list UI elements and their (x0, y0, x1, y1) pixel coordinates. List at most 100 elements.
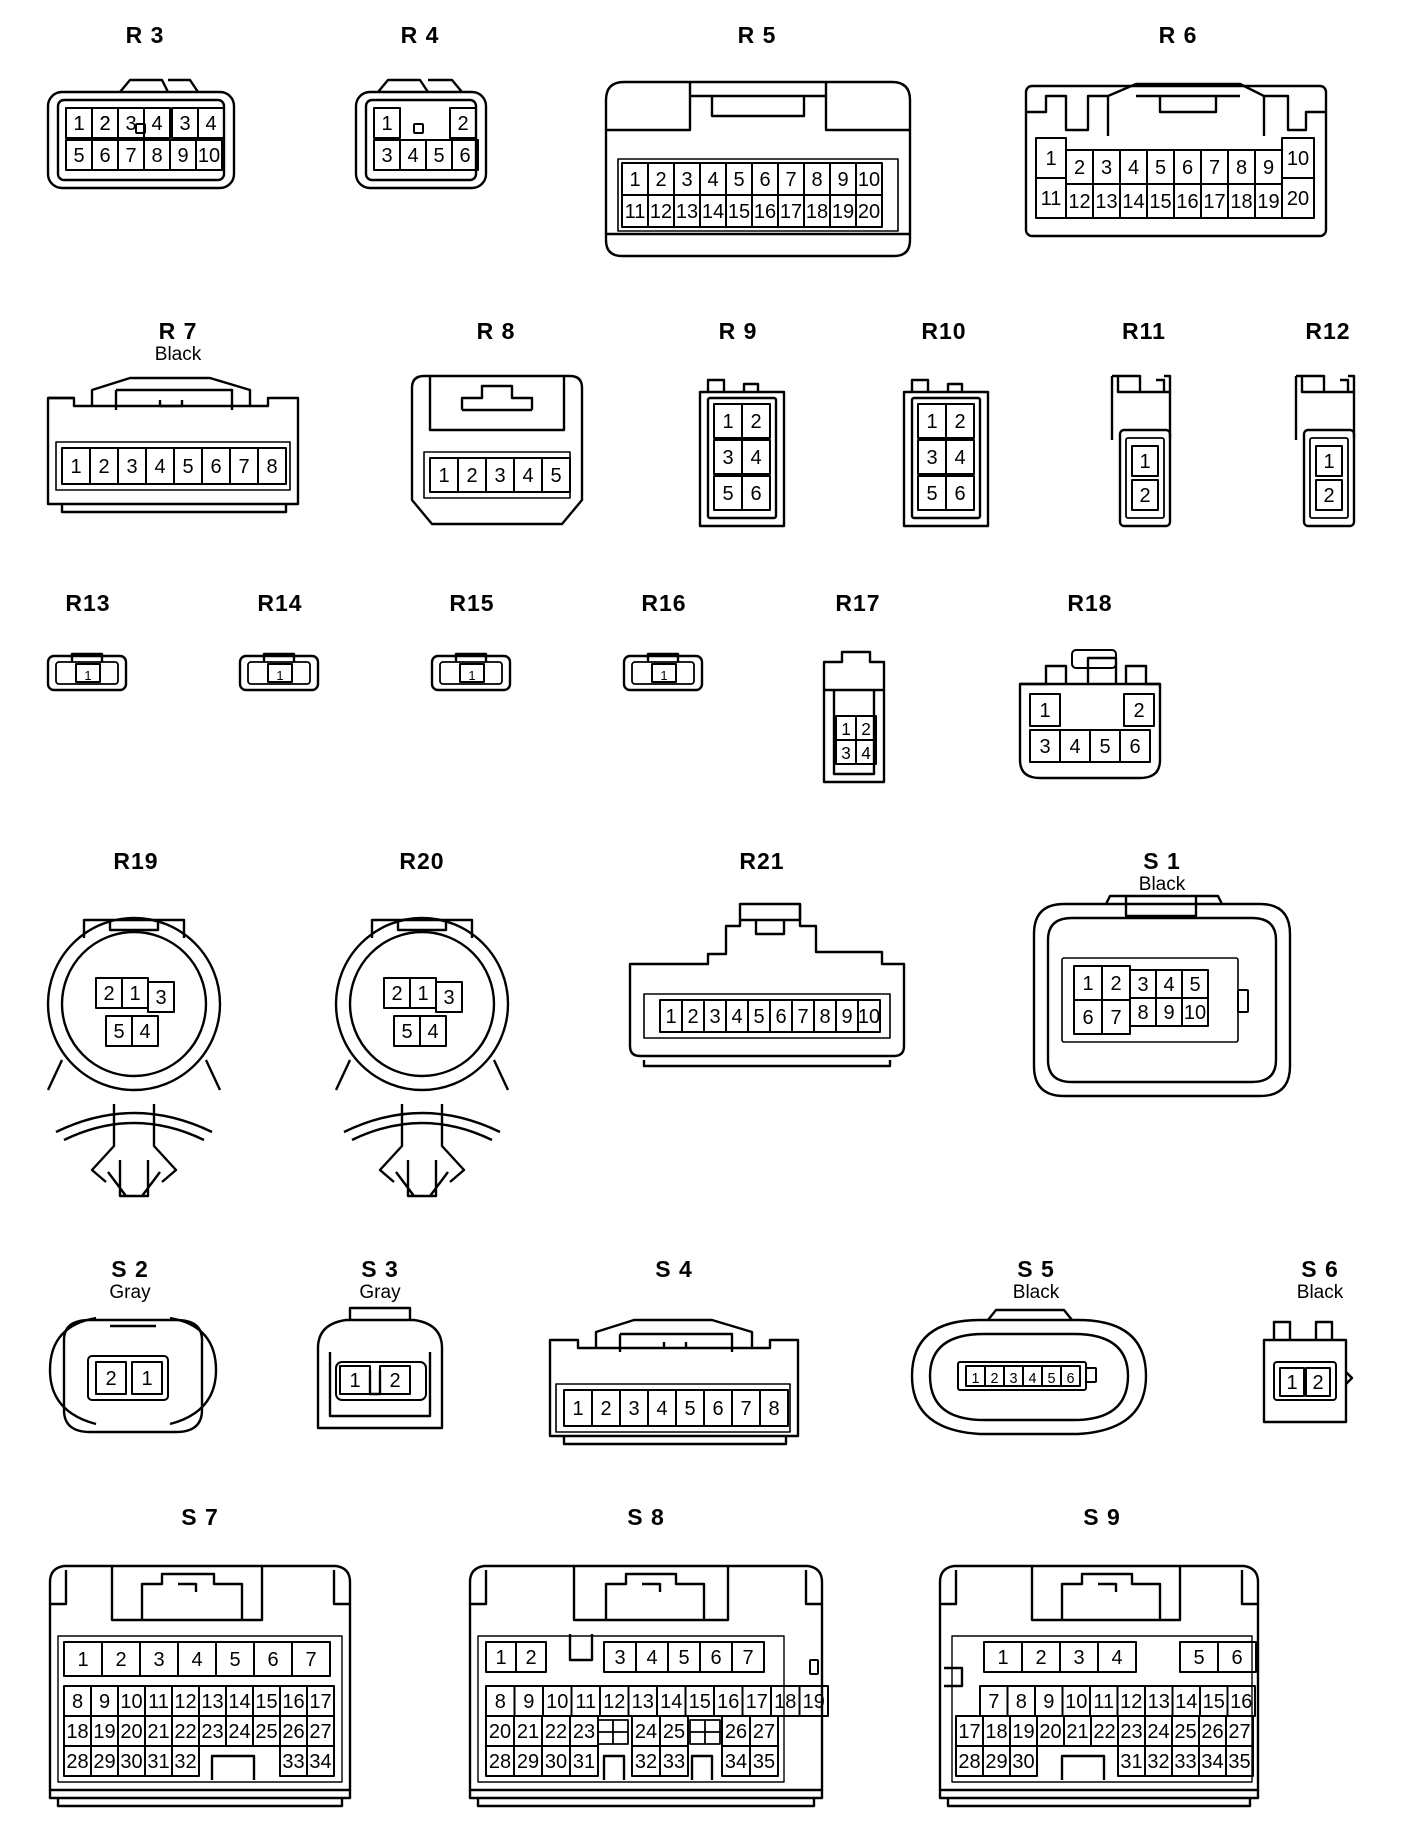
pin-number: 29 (93, 1751, 115, 1773)
connector-outline (1262, 1338, 1348, 1424)
pin-cell (1097, 1641, 1137, 1673)
pin-number: 3 (155, 987, 166, 1009)
connector-outline (944, 1666, 964, 1688)
pin-number: 32 (1147, 1751, 1169, 1773)
connector-label-r19: R19 (113, 848, 158, 874)
pin-cell (291, 1641, 331, 1677)
pin-number: 4 (427, 1021, 438, 1043)
pin-number: 4 (707, 169, 718, 191)
pin-number: 8 (1236, 157, 1247, 179)
pin-number: 3 (443, 987, 454, 1009)
pin-cell (1217, 1641, 1257, 1673)
pin-number: 10 (1287, 148, 1309, 170)
pin-cell (1131, 445, 1159, 477)
housing-ring (46, 916, 222, 1092)
pin-cell (651, 663, 677, 683)
key-mark (1237, 989, 1249, 1013)
pin-number: 35 (753, 1751, 775, 1773)
connector-code: R12 (1305, 318, 1351, 344)
pin-number: 5 (433, 145, 444, 167)
pin-number: 31 (147, 1751, 169, 1773)
connector-outline (1018, 682, 1162, 780)
pin-number: 30 (545, 1751, 567, 1773)
pin-number: 1 (495, 1647, 506, 1669)
pin-cell (373, 107, 401, 139)
connector-r12: 12 (1294, 374, 1356, 528)
pin-number: 5 (733, 169, 744, 191)
pin-number: 9 (99, 1691, 110, 1713)
pin-number: 3 (926, 447, 937, 469)
pin-number: 3 (1137, 974, 1148, 996)
pin-number: 2 (391, 983, 402, 1005)
pin-number: 31 (1120, 1751, 1142, 1773)
pin-number: 21 (517, 1721, 539, 1743)
connector-outline (1060, 1754, 1106, 1780)
pin-number: 34 (725, 1751, 747, 1773)
connector-outline (1020, 656, 1160, 686)
pin-cell (197, 107, 225, 139)
connector-code: S 4 (655, 1256, 693, 1282)
pin-number: 6 (1182, 157, 1193, 179)
housing-ring (60, 930, 208, 1078)
pin-number: 14 (660, 1691, 682, 1713)
connector-r13: 1 (46, 652, 128, 692)
connector-outline (548, 1318, 800, 1438)
connector-outline (468, 1790, 824, 1808)
connector-code: R15 (449, 590, 495, 616)
connector-outline (107, 1160, 161, 1198)
pin-number: 3 (381, 145, 392, 167)
pin-cell (1181, 997, 1209, 1027)
pin-number: 13 (676, 201, 698, 223)
pin-number: 5 (1189, 974, 1200, 996)
pin-number: 30 (1012, 1751, 1034, 1773)
pin-number: 2 (389, 1370, 400, 1392)
connector-outline (316, 1318, 444, 1430)
pin-number: 34 (309, 1751, 331, 1773)
pin-frame (1309, 437, 1349, 519)
pin-number: 26 (282, 1721, 304, 1743)
pin-number: 2 (1074, 157, 1085, 179)
pin-number: 6 (954, 483, 965, 505)
connector-outline (410, 374, 584, 526)
pin-cell (171, 1745, 200, 1777)
connector-outline (706, 396, 778, 520)
pin-number: 10 (120, 1691, 142, 1713)
connector-outline (1032, 902, 1292, 1098)
pin-cell (435, 981, 463, 1013)
pin-frame (87, 1355, 169, 1401)
latch (1071, 649, 1117, 669)
connector-outline (395, 1160, 449, 1198)
connector-code: S 8 (627, 1504, 665, 1530)
lock-bar (598, 1720, 628, 1744)
connector-label-r11: R11 (1122, 318, 1166, 344)
connector-outline (428, 376, 566, 432)
connector-code: R14 (257, 590, 303, 616)
pin-number: 11 (575, 1691, 596, 1713)
pin-number: 2 (600, 1398, 611, 1420)
pin-frame (423, 451, 571, 499)
connector-outline (562, 1436, 788, 1446)
pin-number: 2 (103, 983, 114, 1005)
pin-number: 7 (740, 1398, 751, 1420)
connector-color: Black (154, 344, 202, 365)
pin-number: 2 (750, 411, 761, 433)
connector-outline (1024, 84, 1328, 238)
pin-number: 35 (1228, 1751, 1250, 1773)
connector-label-s9: S 9 (1083, 1504, 1121, 1530)
pin-number: 14 (702, 201, 724, 223)
pin-number: 12 (1120, 1691, 1142, 1713)
connector-outline (90, 1104, 178, 1183)
connector-outline (902, 390, 990, 528)
pin-number: 14 (1175, 1691, 1197, 1713)
connector-outline (62, 1318, 204, 1434)
connector-r15: 1 (430, 652, 512, 692)
pin-number: 8 (151, 145, 162, 167)
connector-label-r8: R 8 (477, 318, 516, 344)
pin-cell (1029, 693, 1061, 727)
